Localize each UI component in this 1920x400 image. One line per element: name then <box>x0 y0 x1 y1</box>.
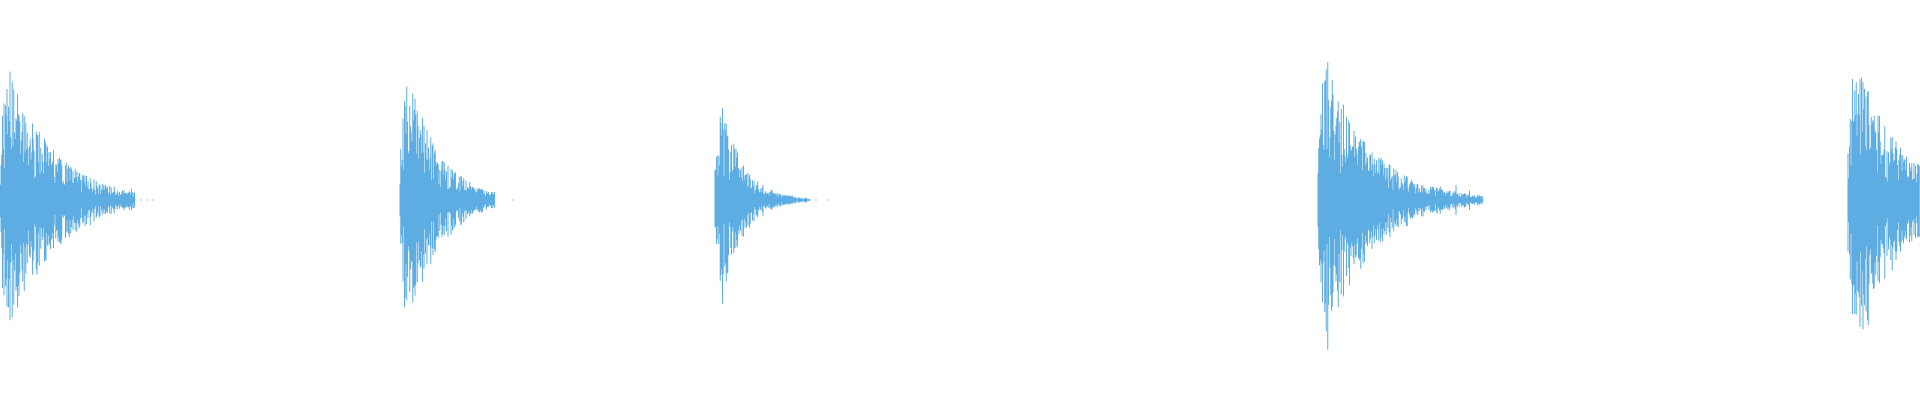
waveform-burst-path <box>1847 77 1920 330</box>
waveform-burst-path <box>0 71 154 321</box>
waveform-burst-path <box>1317 62 1484 350</box>
waveform-burst <box>0 71 154 321</box>
waveform-burst <box>1847 77 1920 330</box>
waveform-burst <box>714 108 829 304</box>
waveform-burst-path <box>714 108 829 304</box>
waveform-burst-path <box>399 86 514 307</box>
waveform-burst <box>1317 62 1484 350</box>
waveform-burst <box>399 86 514 307</box>
